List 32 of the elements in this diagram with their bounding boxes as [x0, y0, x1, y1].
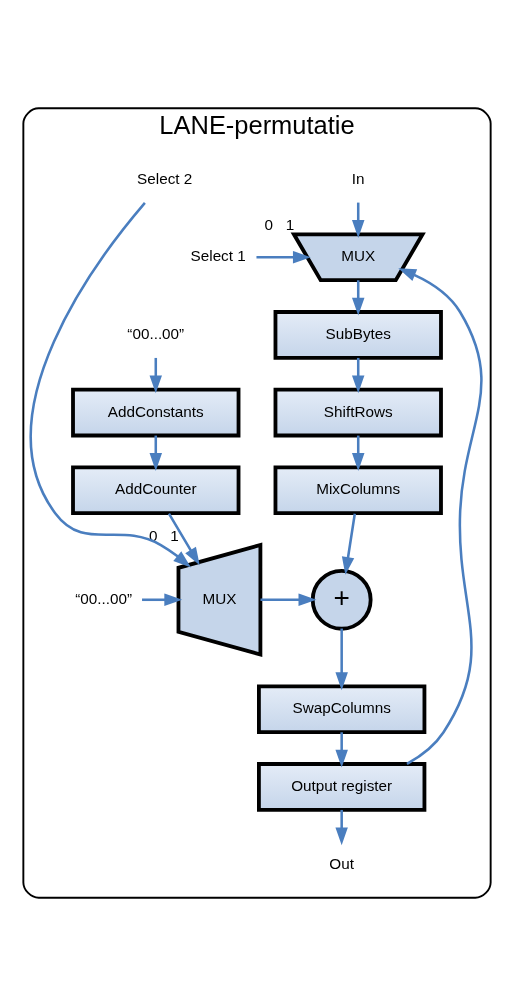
node-text: Out — [329, 854, 354, 872]
arrow — [149, 435, 163, 471]
arrow — [335, 731, 348, 768]
arrow — [149, 357, 163, 393]
node-box: Output register — [257, 761, 427, 812]
node-text: “00...00” — [127, 324, 185, 342]
arrow — [341, 513, 357, 575]
node-text: “00...00” — [75, 589, 132, 607]
node-text: In — [351, 169, 365, 187]
arrow — [335, 628, 348, 690]
node-box: SwapColumns — [257, 683, 427, 734]
node-text: Select 2 — [137, 169, 193, 187]
node-box: MUX — [176, 542, 263, 657]
arrow — [260, 593, 317, 606]
arrow — [351, 202, 365, 238]
node-box: ShiftRows — [273, 387, 443, 437]
node-box: SubBytes — [273, 309, 443, 360]
arrow — [256, 250, 311, 263]
node-box: AddCounter — [71, 464, 241, 515]
node-text: Select 1 — [190, 246, 246, 264]
arrow — [351, 279, 365, 316]
arrow — [351, 435, 365, 471]
node-box: AddConstants — [71, 387, 241, 437]
node-box: MixColumns — [273, 464, 443, 515]
arrow — [398, 267, 483, 765]
arrow — [167, 512, 200, 565]
node-circle: + — [310, 568, 373, 631]
arrow — [335, 809, 348, 845]
arrow — [351, 357, 365, 393]
node-label: 0 1 — [264, 215, 295, 233]
arrow — [142, 593, 183, 606]
arrow — [29, 201, 191, 568]
